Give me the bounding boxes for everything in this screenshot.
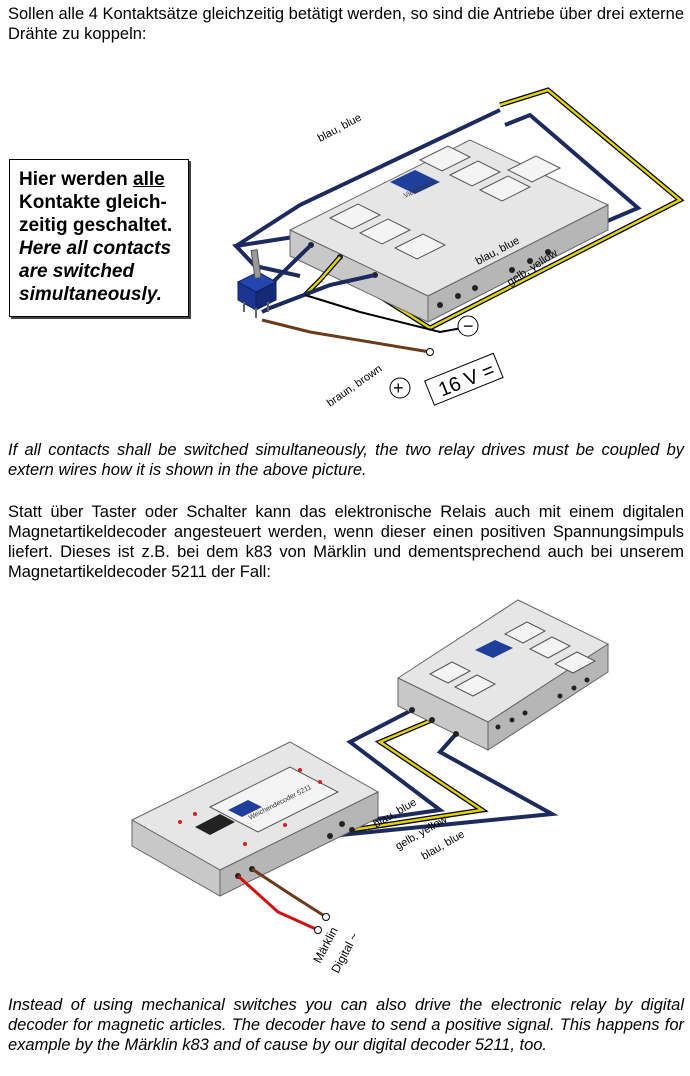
decoder-english-text: Instead of using mechanical switches you…: [8, 996, 684, 1054]
toggle-switch: [236, 249, 278, 318]
intro-german-text: Sollen alle 4 Kontaktsätze gleichzeitig …: [8, 5, 685, 43]
blue-wire-3: [329, 732, 559, 838]
decoder-module-5211: Weichendecoder 5211: [130, 741, 380, 897]
callout-box: Hier werden alle Kontakte gleich- zeitig…: [9, 159, 189, 317]
label-wire-top: blau, blue: [316, 112, 364, 145]
callout-line-3: zeitig geschaltet.: [19, 215, 173, 236]
intro-english-text: If all contacts shall be switched simult…: [8, 441, 684, 479]
blue-wire-top-over: [234, 108, 501, 248]
decoder-connection-diagram: Weichendecoder 5211 blau, blue gelb, yel…: [130, 599, 610, 975]
black-wire-minus: [304, 294, 463, 334]
decoder-german-text: Statt über Taster oder Schalter kann das…: [8, 503, 684, 581]
terminal-1: [314, 926, 322, 934]
callout-line-1: Hier werden alle: [19, 169, 165, 190]
terminal-2: [322, 913, 330, 921]
terminal-plus-dot: [426, 348, 434, 356]
blue-wire-top: [231, 234, 301, 278]
callout-line-4: Here all contacts: [19, 238, 172, 259]
callout-line-2: Kontakte gleich-: [19, 192, 167, 213]
minus-symbol-circle: [457, 315, 479, 337]
label-wire-brown: braun, brown: [325, 363, 384, 410]
brown-wire-2: [251, 867, 327, 919]
brown-wire: [261, 318, 431, 354]
voltage-label-box: [424, 352, 504, 406]
relay-coupling-diagram: Viessmann − + 16 V = blau, blue blau, bl…: [231, 87, 685, 410]
plus-symbol-circle: [389, 377, 411, 399]
red-wire: [236, 874, 319, 932]
callout-line-5: are switched: [19, 261, 135, 282]
blue-wire-1: [341, 708, 446, 826]
plus-symbol: +: [393, 378, 404, 398]
minus-symbol: −: [463, 316, 474, 336]
callout-line-6: simultaneously.: [19, 284, 162, 305]
relay-module-2: [396, 599, 610, 751]
relay-module-1: Viessmann: [288, 139, 610, 323]
blue-wire-to-minus: [261, 273, 376, 314]
